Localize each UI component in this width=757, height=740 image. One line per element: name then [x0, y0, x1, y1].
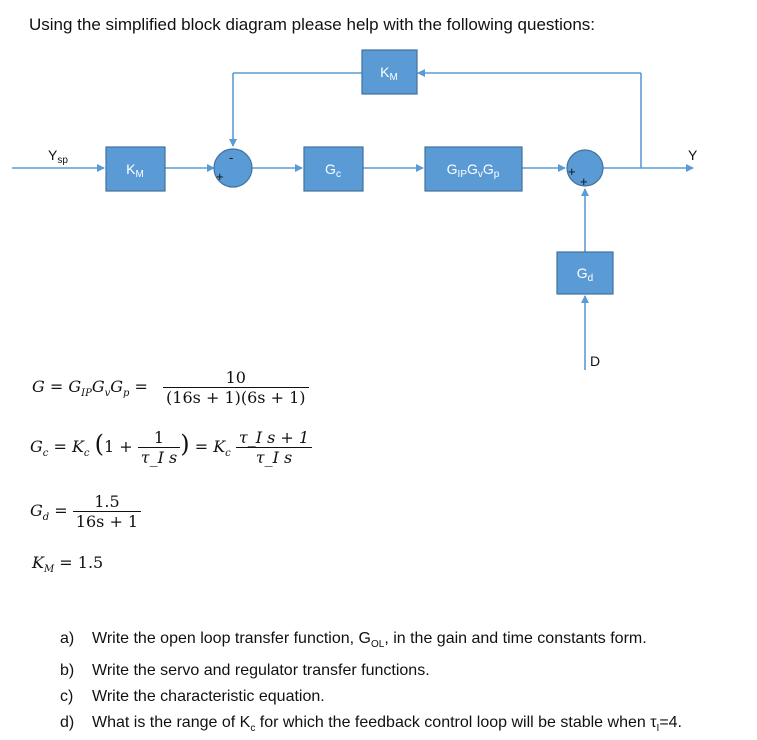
equation-g: G = GIPGvGp = 10 (16s + 1)(6s + 1) — [32, 368, 309, 407]
svg-text:GIPGvGp: GIPGvGp — [447, 161, 500, 180]
gc-inner-numerator: 1 — [137, 428, 181, 448]
comparator-junction — [213, 148, 253, 188]
question-d: d)What is the range of Kc for which the … — [60, 714, 682, 735]
svg-text:Gd: Gd — [577, 265, 593, 284]
input-km-block: KM — [105, 146, 166, 192]
equation-gc: Gc = Kc (1 + 1 τ_I s ) = Kc τ_I s + 1 τ_… — [30, 428, 313, 467]
comparator-plus-sign: + — [216, 169, 224, 184]
svg-text:KM: KM — [380, 64, 398, 83]
question-a: a)Write the open loop transfer function,… — [60, 630, 647, 651]
summing-junction — [566, 149, 604, 187]
setpoint-label: Ysp — [48, 147, 68, 166]
controller-gc-block: Gc — [303, 146, 364, 192]
equation-gd: Gd = 1.5 16s + 1 — [30, 492, 142, 531]
question-c: c)Write the characteristic equation. — [60, 688, 325, 706]
gc-numerator: τ_I s + 1 — [235, 428, 313, 448]
block-diagram: KM KM Gc GIPGvGp Gd - + + + Ysp Y D — [12, 49, 698, 370]
svg-text:Gc: Gc — [325, 161, 341, 180]
svg-text:KM: KM — [126, 161, 144, 180]
process-block: GIPGvGp — [424, 146, 523, 192]
disturbance-gd-block: Gd — [556, 251, 614, 295]
disturbance-label: D — [590, 353, 600, 369]
g-denominator: (16s + 1)(6s + 1) — [166, 388, 306, 407]
equation-km: KM = 1.5 — [32, 553, 104, 576]
output-label: Y — [688, 147, 698, 163]
question-b: b)Write the servo and regulator transfer… — [60, 662, 430, 680]
gc-denominator: τ_I s — [255, 448, 293, 467]
summer-plus-left-sign: + — [568, 164, 576, 179]
g-numerator: 10 — [163, 368, 309, 388]
gd-denominator: 16s + 1 — [75, 512, 139, 531]
page-heading: Using the simplified block diagram pleas… — [29, 15, 596, 34]
summer-plus-bottom-sign: + — [580, 174, 588, 189]
feedback-km-block: KM — [361, 49, 418, 95]
gd-numerator: 1.5 — [72, 492, 142, 512]
question-list: a)Write the open loop transfer function,… — [60, 626, 682, 740]
comparator-minus-sign: - — [229, 150, 233, 165]
gc-inner-denominator: τ_I s — [140, 448, 178, 467]
